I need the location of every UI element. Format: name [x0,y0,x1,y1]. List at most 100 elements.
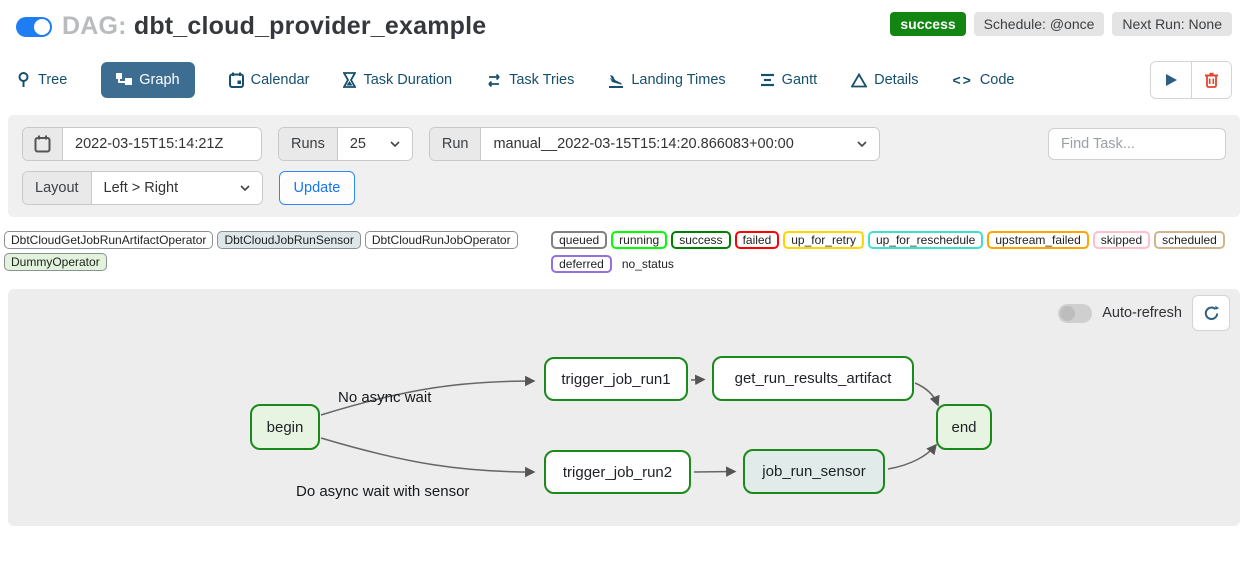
dag-action-buttons [1150,61,1232,99]
update-button[interactable]: Update [278,171,356,205]
operator-legend-badge: DummyOperator [4,253,107,271]
layout-group: Layout Left > Right [22,171,263,205]
base-date-input[interactable] [63,128,261,160]
operator-legend-badge: DbtCloudRunJobOperator [364,231,518,249]
operator-legend-badge: DbtCloudGetJobRunArtifactOperator [4,231,214,249]
filter-row-1: Runs 25 Run manual__2022-03-15T15:14:20.… [22,127,1226,161]
graph-icon [116,72,133,85]
refresh-icon [1204,305,1219,320]
task-node-trigger-job-run1[interactable]: trigger_job_run1 [544,357,688,401]
num-runs-value: 25 [349,136,366,152]
tab-calendar[interactable]: Calendar [228,72,309,88]
num-runs-select[interactable]: 25 [337,128,412,160]
status-legend-badge: upstream_failed [987,231,1089,249]
tab-label: Tree [38,72,68,88]
graph-panel: Auto-refresh begin trigger_job_run1 get_… [8,289,1240,526]
calendar-icon [34,135,51,153]
tab-label: Task Duration [363,72,453,88]
triangle-icon [851,72,868,87]
page-title: DAG: dbt_cloud_provider_example [62,12,486,41]
play-icon [1166,74,1177,86]
dag-run-value: manual__2022-03-15T15:14:20.866083+00:00 [493,136,794,152]
dag-run-select[interactable]: manual__2022-03-15T15:14:20.866083+00:00 [481,128,880,160]
task-node-job-run-sensor[interactable]: job_run_sensor [743,449,885,494]
task-node-trigger-job-run2[interactable]: trigger_job_run2 [544,450,691,494]
tab-tree[interactable]: Tree [16,72,67,88]
status-legend-badge: running [611,231,668,249]
status-legend-badge: scheduled [1154,231,1225,249]
gantt-bars-icon [760,73,774,87]
status-legend-badge: up_for_retry [783,231,864,249]
auto-refresh-toggle[interactable] [1058,303,1093,323]
run-select-group: Run manual__2022-03-15T15:14:20.866083+0… [428,127,881,161]
runs-addon-label: Runs [279,128,338,160]
tab-label: Code [979,72,1015,88]
hourglass-icon [343,72,357,88]
delete-dag-button[interactable] [1191,62,1231,98]
trigger-dag-button[interactable] [1151,62,1191,98]
edge-run1-artifact [690,374,706,386]
code-icon: <> [952,72,973,88]
task-node-begin[interactable]: begin [250,404,320,450]
dag-prefix-label: DAG: [62,12,127,40]
edge-begin-run1 [320,375,536,416]
status-legend-badge: success [671,231,731,249]
num-runs-group: Runs 25 [278,127,413,161]
tab-label: Landing Times [631,72,726,88]
tab-task-tries[interactable]: Task Tries [486,72,574,88]
chevron-down-icon [390,141,400,147]
layout-select[interactable]: Left > Right [91,172,262,204]
tab-landing-times[interactable]: Landing Times [608,72,726,88]
tab-code[interactable]: <> Code [952,72,1014,88]
view-tabs-row: Tree Graph Calendar Task Duration Task T… [16,61,1232,99]
plane-landing-icon [609,74,624,88]
tab-label: Task Tries [509,72,575,88]
tab-label: Gantt [781,72,818,88]
task-node-get-run-results-artifact[interactable]: get_run_results_artifact [712,356,914,401]
base-date-group [22,127,262,161]
tab-label: Graph [139,72,180,88]
operator-legend-badge: DbtCloudJobRunSensor [217,231,361,249]
trash-icon [1205,72,1218,88]
auto-refresh-label: Auto-refresh [1102,305,1182,321]
dag-run-status-badge[interactable]: success [890,12,966,36]
dag-pause-toggle[interactable] [16,16,52,37]
graph-edges [320,374,940,478]
status-legend-badge: up_for_reschedule [867,231,984,249]
find-task-input[interactable] [1048,128,1226,160]
refresh-button[interactable] [1192,295,1230,331]
status-legend-badge: failed [734,231,780,249]
schedule-badge: Schedule: @once [973,12,1105,36]
edge-begin-run2 [320,437,536,478]
chevron-down-icon [857,141,868,147]
calendar-addon [23,128,63,160]
edge-label-do-async-wait: Do async wait with sensor [296,483,470,500]
layout-value: Left > Right [103,180,179,196]
graph-controls: Auto-refresh [1058,295,1230,331]
status-legend-badge: deferred [551,255,612,273]
tab-gantt[interactable]: Gantt [760,72,817,88]
dag-header: DAG: dbt_cloud_provider_example success … [16,12,1232,41]
tab-task-duration[interactable]: Task Duration [343,72,452,88]
chevron-down-icon [239,185,250,191]
status-legend-badge: skipped [1092,231,1151,249]
tab-graph[interactable]: Graph [101,62,195,98]
layout-addon-label: Layout [23,172,92,204]
toggle-knob [1060,305,1076,321]
task-node-end[interactable]: end [936,404,992,450]
toggle-knob [34,18,50,35]
edge-sensor-end [887,443,937,470]
tree-icon [18,72,29,87]
status-legend-no-status: no_status [621,257,674,271]
edge-label-no-async-wait: No async wait [338,389,432,406]
edge-run2-sensor [693,466,737,477]
calendar-icon [228,72,244,88]
filter-panel: Runs 25 Run manual__2022-03-15T15:14:20.… [8,115,1240,217]
tab-details[interactable]: Details [851,72,918,88]
dag-title: dbt_cloud_provider_example [133,12,487,40]
status-legend-badge: queued [551,231,608,249]
run-addon-label: Run [429,128,482,160]
